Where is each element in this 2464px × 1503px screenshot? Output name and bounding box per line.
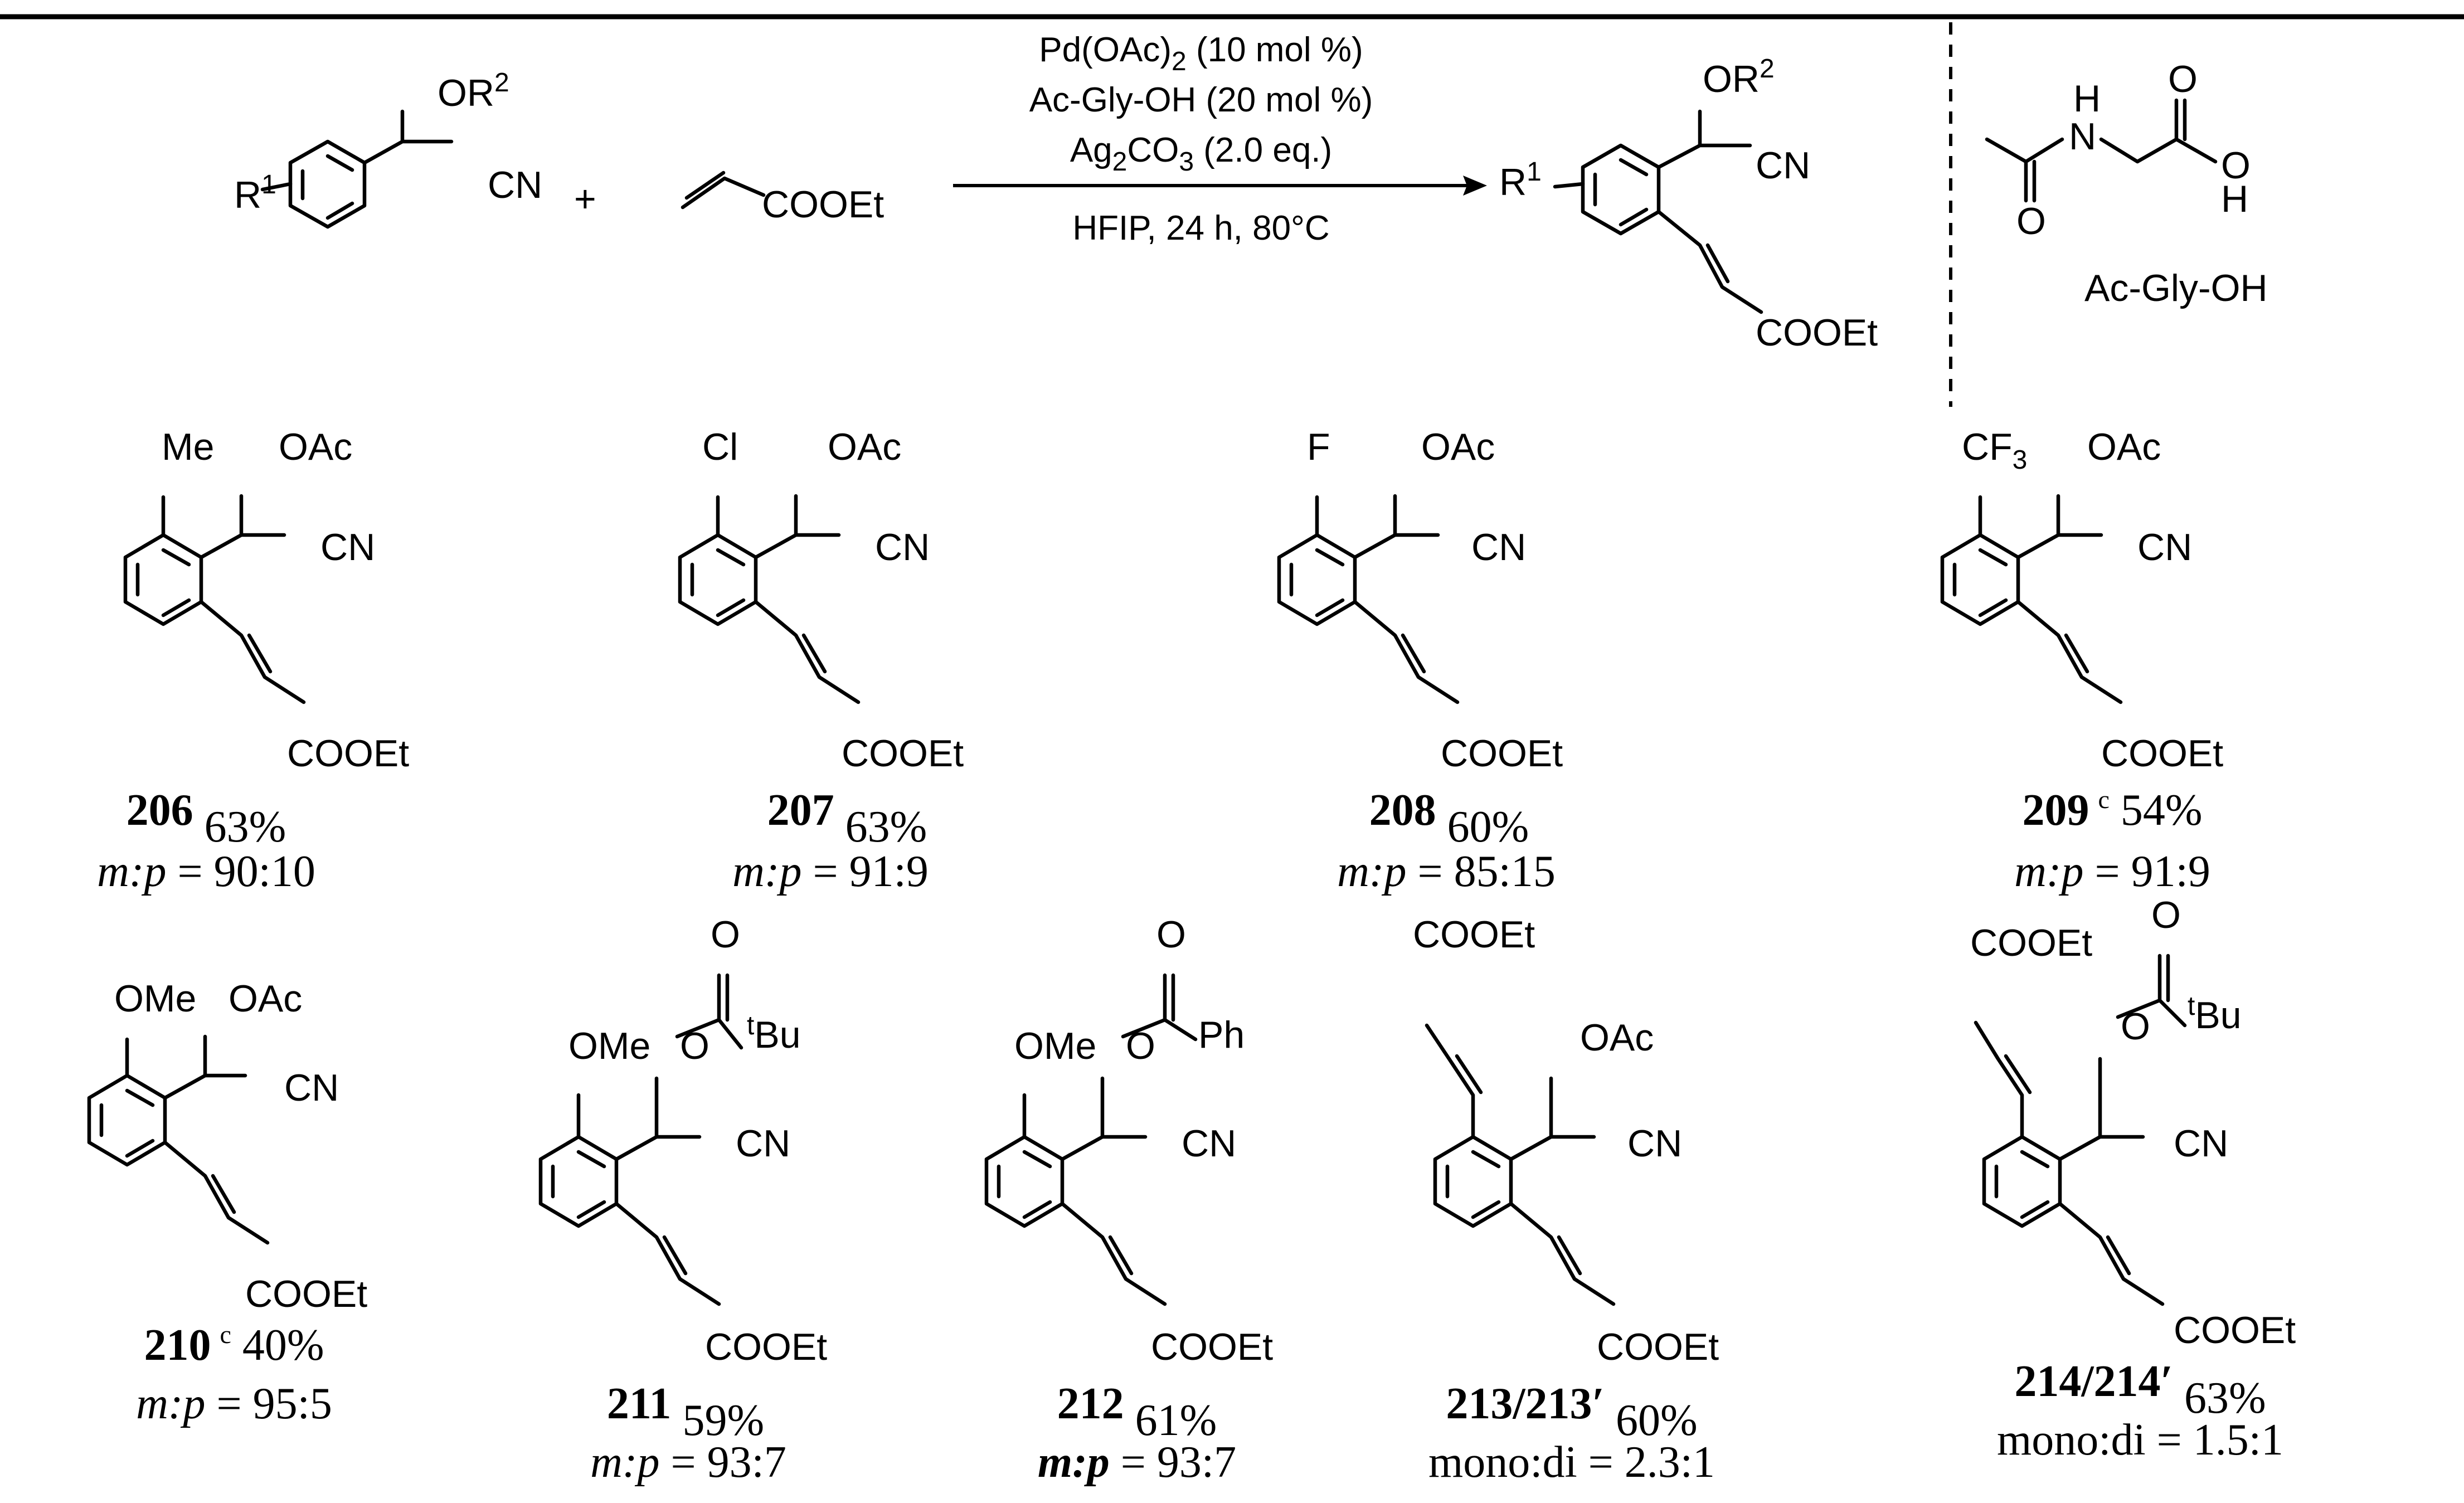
compound-212-caption: 212 61% [1057,1379,1217,1445]
compound-210-ortho: OMe [114,977,196,1020]
compound-209-cooet: COOEt [2101,732,2223,775]
compound-212-carbonyl-o: O [1156,913,1186,956]
compound-211-carbonyl-o: O [711,913,740,956]
product-cn-label: CN [1756,144,1810,187]
product-or2-label: OR2 [1703,54,1775,100]
compound-210-ratio: m:p = 95:5 [136,1379,332,1428]
compound-209-ratio: m:p = 91:9 [2014,847,2210,896]
compound-213-cn: CN [1627,1122,1682,1165]
compound-211-ortho: OMe [568,1025,650,1067]
compound-213-caption: 213/213′ 60% [1446,1379,1697,1445]
compound-210-cooet: COOEt [245,1273,367,1315]
compound-212-cn: CN [1182,1122,1236,1165]
r1-label: R1 [234,170,276,216]
cn-label: CN [488,164,542,206]
compound-214-ortho-ester: COOEt [1970,922,2092,964]
condition-solvent: HFIP, 24 h, 80°C [1072,209,1329,247]
compound-207: Cl OAc CN COOEt 207 63% m:p = 91:9 [678,426,964,896]
ligand-structure: H N O O O H Ac-Gly-OH [1985,58,2268,309]
compound-211: OMe O O tBu CN COOEt 211 59% m:p = 93:7 [538,913,827,1487]
compound-206-cn: CN [320,526,375,568]
compound-209-oac: OAc [2087,426,2161,468]
ligand-carbonyl-o-label: O [2016,200,2046,242]
product-r1-label: R1 [1499,157,1542,203]
compound-211-acyl: tBu [747,1011,801,1056]
compound-207-cooet: COOEt [842,732,964,775]
compound-207-caption: 207 63% [767,786,927,852]
compound-206-cooet: COOEt [287,732,409,775]
compound-210-cn: CN [284,1067,339,1109]
compound-214-carbonyl-o: O [2151,894,2181,936]
acrylate-ester-label: COOEt [762,183,884,226]
compound-206-caption: 206 63% [127,786,286,852]
compound-211-cn: CN [736,1122,790,1165]
compound-213-cooet: COOEt [1597,1326,1719,1368]
reaction-arrow [953,176,1487,196]
compound-213-oac: OAc [1580,1016,1654,1059]
compound-214-cn: CN [2174,1122,2228,1165]
compound-213-ratio: mono:di = 2.3:1 [1428,1438,1715,1487]
compound-208-caption: 208 60% [1369,786,1529,852]
ligand-acid-h-label: H [2221,178,2248,220]
compound-211-cooet: COOEt [705,1326,827,1368]
compound-210-oac: OAc [229,977,302,1020]
compound-207-cn: CN [875,526,930,568]
compound-212: OMe O O Ph CN COOEt 212 61% m:p = 93:7 [984,913,1273,1487]
compound-208-ratio: m:p = 85:15 [1337,847,1556,896]
condition-ligand: Ac-Gly-OH (20 mol %) [1029,81,1373,119]
compound-211-caption: 211 59% [607,1379,764,1445]
condition-catalyst: Pd(OAc)2 (10 mol %) [1039,31,1363,76]
compound-214-ester-o: O [2121,1005,2150,1048]
compound-206-ortho: Me [162,426,214,468]
compound-212-cooet: COOEt [1151,1326,1273,1368]
product-ester-label: COOEt [1756,312,1878,354]
compound-208: F OAc CN COOEt 208 60% m:p = 85:15 [1277,426,1563,896]
compound-214-ratio: mono:di = 1.5:1 [1997,1416,2283,1465]
compound-207-oac: OAc [828,426,901,468]
compound-212-ester-o: O [1126,1025,1155,1067]
compound-206: Me OAc CN COOEt 206 63% m:p = 90:10 [97,426,409,896]
compound-212-ratio: m:p = 93:7 [1038,1438,1236,1487]
or2-label: OR2 [438,68,509,114]
ligand-name: Ac-Gly-OH [2084,267,2268,309]
compound-207-ortho: Cl [702,426,738,468]
condition-oxidant: Ag2CO3 (2.0 eq.) [1070,131,1332,177]
compound-212-ortho: OMe [1014,1025,1096,1067]
reactant-2: COOEt [681,171,884,226]
compound-212-acyl: Ph [1198,1014,1245,1056]
compound-208-cooet: COOEt [1441,732,1563,775]
compound-214-acyl: tBu [2188,991,2242,1037]
compound-211-ester-o: O [680,1025,709,1067]
product: R1 OR2 CN COOEt [1499,54,1878,354]
compound-214-caption: 214/214′ 63% [2014,1357,2266,1423]
compound-213: COOEt OAc CN COOEt 213/213′ 60% mono:di … [1413,913,1719,1487]
ligand-n-label: N [2069,115,2096,158]
compound-213-ortho-ester: COOEt [1413,913,1535,956]
reactant-1: R1 OR2 CN [234,68,542,229]
plus-sign: + [574,178,596,220]
compound-206-oac: OAc [279,426,352,468]
compound-214: COOEt O O tBu CN COOEt 214/214′ 63% mono… [1970,894,2296,1465]
compound-208-oac: OAc [1421,426,1495,468]
compound-207-ratio: m:p = 91:9 [732,847,929,896]
compound-208-cn: CN [1471,526,1526,568]
compound-206-ratio: m:p = 90:10 [97,847,315,896]
compound-211-ratio: m:p = 93:7 [590,1438,786,1487]
ligand-acid-o-top-label: O [2168,58,2198,100]
ligand-acid-o-label: O [2221,144,2251,187]
compound-209-cn: CN [2137,526,2192,568]
compound-209-ortho: CF3 [1962,426,2027,475]
compound-208-ortho: F [1307,426,1330,468]
ligand-h-label: H [2073,77,2101,120]
compound-214-cooet: COOEt [2174,1309,2296,1351]
